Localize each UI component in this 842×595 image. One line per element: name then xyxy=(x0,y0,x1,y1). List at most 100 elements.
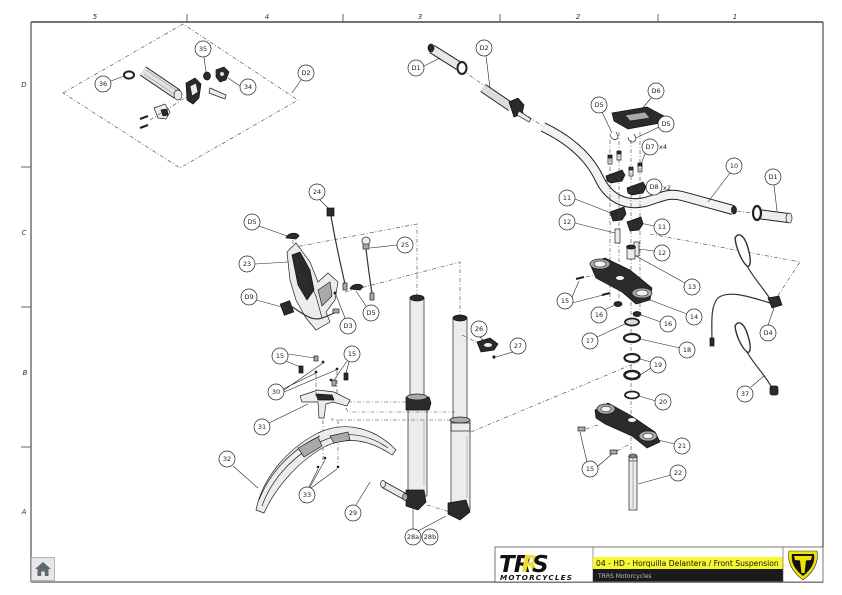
callout-d4[interactable]: D4 xyxy=(759,324,777,342)
callout-d1-right[interactable]: D1 xyxy=(764,168,782,186)
callout-label: 24 xyxy=(313,188,321,196)
grip-body xyxy=(757,210,789,222)
callout-20[interactable]: 20 xyxy=(654,393,672,411)
callout-d8[interactable]: D8 xyxy=(645,178,663,196)
emblem-t-letter xyxy=(794,556,812,573)
connector-end xyxy=(332,308,340,314)
callout-circle xyxy=(267,383,285,401)
callout-label: D5 xyxy=(661,120,670,128)
callout-16[interactable]: 16 xyxy=(659,315,677,333)
bulb-socket xyxy=(362,243,370,250)
callout-label: D1 xyxy=(411,64,420,72)
callout-36[interactable]: 36 xyxy=(94,75,112,93)
callout-label: 11 xyxy=(563,194,571,202)
callout-d3[interactable]: D3 xyxy=(339,317,357,335)
callout-15[interactable]: 15 xyxy=(556,292,574,310)
callout-circle xyxy=(218,450,236,468)
assembly-line xyxy=(461,334,479,344)
callout-label: 12 xyxy=(658,249,666,257)
leader-line xyxy=(258,225,288,237)
row-label: B xyxy=(23,369,28,377)
top-clamp-face xyxy=(624,111,651,122)
clamp-part-d8 xyxy=(605,169,626,184)
axle-end xyxy=(402,493,408,501)
callout-d1-left[interactable]: D1 xyxy=(407,59,425,77)
leader-line xyxy=(640,153,646,165)
logo-text: TRRS xyxy=(499,552,548,578)
leader-line xyxy=(707,172,731,203)
leader-line xyxy=(639,222,655,227)
callout-10[interactable]: 10 xyxy=(725,157,743,175)
cable-end xyxy=(342,282,348,291)
quantity-label: x2 xyxy=(663,184,671,192)
callout-label: D1 xyxy=(768,173,777,181)
callout-circle xyxy=(475,39,493,57)
callout-13[interactable]: 13 xyxy=(683,278,701,296)
callout-circle xyxy=(653,218,671,236)
callout-14[interactable]: 14 xyxy=(685,308,703,326)
screw xyxy=(343,372,349,381)
callout-18[interactable]: 18 xyxy=(678,341,696,359)
callout-circle xyxy=(558,213,576,231)
callout-circle xyxy=(683,278,701,296)
callout-11[interactable]: 11 xyxy=(558,189,576,207)
callout-16[interactable]: 16 xyxy=(590,306,608,324)
leader-line xyxy=(635,255,686,284)
spring-part-35 xyxy=(203,71,211,81)
callout-29[interactable]: 29 xyxy=(344,504,362,522)
callout-23[interactable]: 23 xyxy=(238,255,256,273)
cable xyxy=(365,248,373,295)
callout-37[interactable]: 37 xyxy=(736,385,754,403)
screw-part-15 xyxy=(609,449,618,455)
callout-27[interactable]: 27 xyxy=(509,337,527,355)
leader-line xyxy=(750,375,765,388)
callout-15[interactable]: 15 xyxy=(581,460,599,478)
callout-35[interactable]: 35 xyxy=(194,40,212,58)
throttle-sleeve-part xyxy=(208,87,227,100)
callout-26[interactable]: 26 xyxy=(470,320,488,338)
fork-cap xyxy=(409,294,425,302)
callout-d5[interactable]: D5 xyxy=(657,115,675,133)
callout-d9[interactable]: D9 xyxy=(240,288,258,306)
callout-d7[interactable]: D7 xyxy=(641,138,659,156)
callout-d6[interactable]: D6 xyxy=(647,82,665,100)
column-label: 2 xyxy=(576,13,581,21)
switch-body xyxy=(767,295,783,309)
callout-32[interactable]: 32 xyxy=(218,450,236,468)
callout-17[interactable]: 17 xyxy=(581,332,599,350)
callout-25[interactable]: 25 xyxy=(396,236,414,254)
callout-d5[interactable]: D5 xyxy=(362,304,380,322)
screw-part-15 xyxy=(575,276,585,280)
callout-22[interactable]: 22 xyxy=(669,464,687,482)
callout-label: D8 xyxy=(649,183,658,191)
handlebar-tube-part-10 xyxy=(540,122,737,215)
callout-12[interactable]: 12 xyxy=(653,244,671,262)
callout-33[interactable]: 33 xyxy=(298,486,316,504)
callout-d2-inset[interactable]: D2 xyxy=(297,64,315,82)
callout-19[interactable]: 19 xyxy=(649,356,667,374)
callout-d2[interactable]: D2 xyxy=(475,39,493,57)
callout-12[interactable]: 12 xyxy=(558,213,576,231)
grip-flange xyxy=(456,61,468,75)
callout-11[interactable]: 11 xyxy=(653,218,671,236)
callout-34[interactable]: 34 xyxy=(239,78,257,96)
leader-line xyxy=(638,248,655,252)
column-label: 3 xyxy=(418,13,422,21)
home-button[interactable] xyxy=(31,557,55,581)
callout-28b[interactable]: 28b xyxy=(421,528,439,546)
fork-seal xyxy=(406,393,428,401)
callout-31[interactable]: 31 xyxy=(253,418,271,436)
callout-24[interactable]: 24 xyxy=(308,183,326,201)
callout-d5[interactable]: D5 xyxy=(590,96,608,114)
callout-15[interactable]: 15 xyxy=(343,345,361,363)
logo-subtext: MOTORCYCLES xyxy=(500,573,573,582)
callout-15[interactable]: 15 xyxy=(271,347,289,365)
axle-part-29 xyxy=(380,480,408,501)
callout-30[interactable]: 30 xyxy=(267,383,285,401)
connector-body xyxy=(279,300,295,316)
callout-28a[interactable]: 28a xyxy=(404,528,422,546)
callout-d5[interactable]: D5 xyxy=(243,213,261,231)
callout-21[interactable]: 21 xyxy=(673,437,691,455)
callout-label: 31 xyxy=(258,423,266,431)
